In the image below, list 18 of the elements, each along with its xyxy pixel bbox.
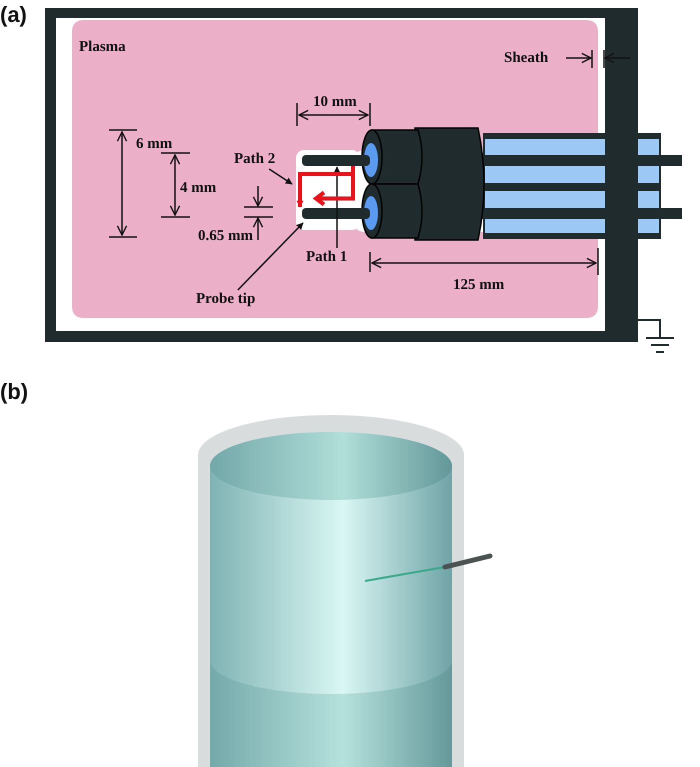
dimension-label: 125 mm bbox=[453, 278, 504, 293]
region-label: Plasma bbox=[79, 40, 126, 55]
probe-electrode bbox=[302, 155, 370, 166]
dimension-label: 6 mm bbox=[136, 137, 172, 152]
callout-label: Path 2 bbox=[234, 152, 276, 167]
dimension-label: 0.65 mm bbox=[198, 229, 253, 244]
leader-line bbox=[237, 222, 304, 291]
callout-label: Path 1 bbox=[306, 250, 348, 265]
leader-line bbox=[268, 168, 293, 185]
panel-label: (a) bbox=[0, 4, 27, 26]
panel-label: (b) bbox=[0, 381, 28, 403]
current-path-arrow bbox=[296, 164, 355, 209]
dimension-label: 4 mm bbox=[180, 181, 216, 196]
probe-electrode bbox=[302, 208, 370, 219]
region-label: Sheath bbox=[504, 51, 548, 66]
leader-line bbox=[334, 166, 340, 248]
callout-label: Probe tip bbox=[196, 292, 256, 307]
dimension-label: 10 mm bbox=[313, 95, 357, 110]
